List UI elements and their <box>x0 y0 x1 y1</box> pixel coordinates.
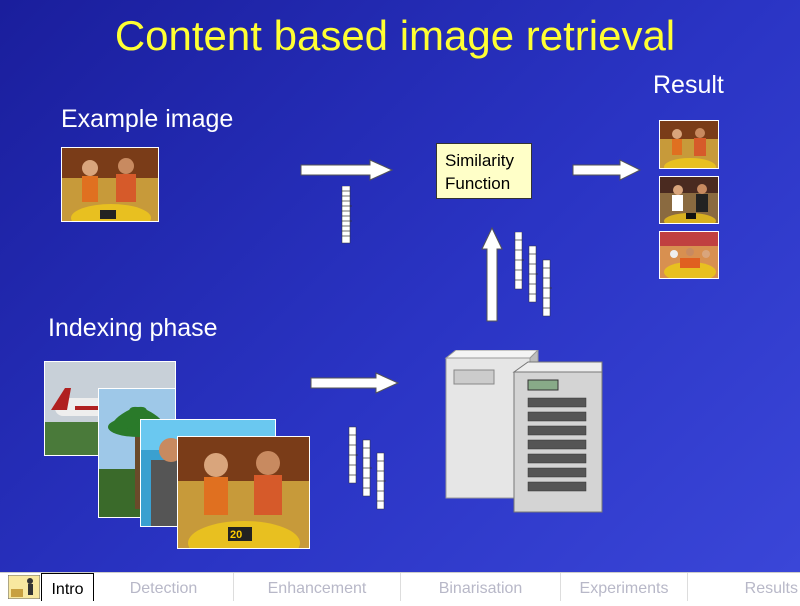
indexed-feature-vectors-icon <box>348 426 386 510</box>
example-image-label: Example image <box>61 105 234 133</box>
tab-intro[interactable]: Intro <box>41 573 94 601</box>
tab-binarisation[interactable]: Binarisation <box>401 573 561 601</box>
arrow-up-icon <box>481 227 503 322</box>
example-image <box>61 147 159 222</box>
tab-experiments[interactable]: Experiments <box>561 573 688 601</box>
tv-caption: 20 <box>230 529 243 541</box>
arrow-right-icon <box>310 372 400 394</box>
arrow-right-icon <box>572 159 642 181</box>
feature-vector-icon <box>341 186 352 244</box>
similarity-line1: Similarity <box>445 151 514 170</box>
result-image-2 <box>659 176 719 224</box>
navigation-bar: Intro Detection Enhancement Binarisation… <box>0 572 800 601</box>
similarity-line2: Function <box>445 174 511 193</box>
arrow-right-icon <box>300 159 394 181</box>
slide: Content based image retrieval Example im… <box>0 0 800 572</box>
tab-detection[interactable]: Detection <box>94 573 234 601</box>
result-label: Result <box>653 71 724 99</box>
indexed-image-tvshow: 20 <box>177 436 310 549</box>
server-icon <box>444 350 603 513</box>
result-image-3 <box>659 231 719 279</box>
tab-enhancement[interactable]: Enhancement <box>234 573 401 601</box>
tab-results[interactable]: Results <box>744 580 798 597</box>
slide-title: Content based image retrieval <box>114 12 676 59</box>
result-image-1 <box>659 120 719 169</box>
indexing-phase-label: Indexing phase <box>48 314 218 342</box>
logo-icon <box>8 575 40 599</box>
feature-vectors-icon <box>514 232 552 317</box>
similarity-function-box: Similarity Function <box>436 143 532 199</box>
